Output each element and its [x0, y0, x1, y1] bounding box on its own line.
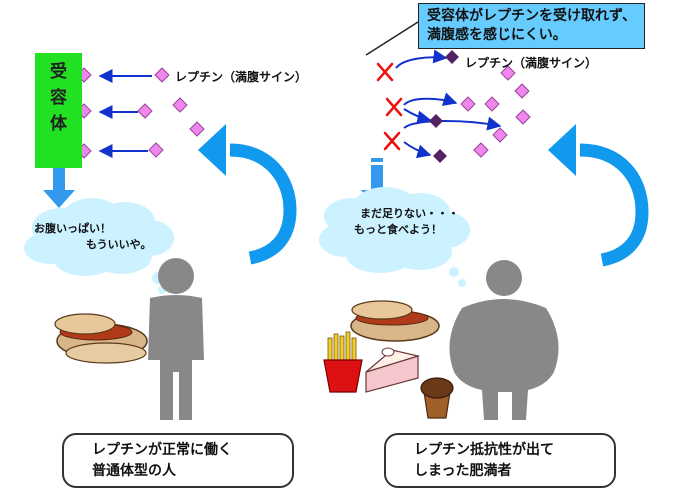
left-caption-line2: 普通体型の人: [92, 463, 176, 479]
right-thought-line1: まだ足りない・・・: [360, 207, 459, 220]
right-bounce-arrows: [395, 49, 502, 159]
right-muffin: [420, 377, 454, 419]
left-down-arrow: [43, 166, 75, 208]
callout-line1: 受容体がレプチンを受け取れず、: [427, 8, 637, 24]
callout-box: 受容体がレプチンを受け取れず、 満腹感を感じにくい。: [418, 3, 646, 49]
callout-pointer: [365, 21, 419, 56]
right-rejected-leptin: [429, 50, 459, 163]
left-thought-line1: お腹いっぱい！: [34, 222, 111, 235]
right-cake: [365, 347, 421, 393]
right-hotdog: [350, 300, 440, 342]
left-receptor-char-3: 体: [50, 114, 67, 134]
left-free-leptin: [137, 67, 205, 158]
right-caption-box: レプチン抵抗性が出て しまった肥満者: [384, 433, 616, 488]
right-thought-text: まだ足りない・・・ もっと食べよう！: [352, 206, 459, 238]
callout-line2: 満腹感を感じにくい。: [427, 27, 567, 43]
right-caption-line2: しまった肥満者: [414, 463, 512, 479]
right-leptin-label: レプチン（満腹サイン）: [465, 56, 598, 70]
left-thought-line2: もういいや。: [86, 238, 152, 251]
right-thought-line2: もっと食べよう！: [354, 223, 442, 236]
right-thought-cloud: [319, 187, 470, 287]
left-leptin-label: レプチン（満腹サイン）: [175, 70, 308, 84]
right-free-leptin: [460, 65, 531, 158]
left-receptor: 受 容 体: [35, 53, 82, 168]
left-thought-cloud: [24, 198, 174, 294]
left-person: [148, 258, 204, 420]
left-leptin-arrows: [98, 69, 152, 158]
right-person: [449, 260, 559, 420]
left-food: [54, 313, 148, 364]
left-caption-box: レプチンが正常に働く 普通体型の人: [62, 433, 294, 488]
right-caption-line1: レプチン抵抗性が出て: [414, 442, 554, 458]
left-cycle-arrow: [198, 124, 297, 265]
right-fries: [323, 331, 363, 393]
left-receptor-char-2: 容: [50, 88, 67, 108]
right-blocked-marks: [376, 62, 403, 151]
left-caption-line1: レプチンが正常に働く: [92, 442, 232, 458]
left-thought-text: お腹いっぱい！ もういいや。: [34, 221, 152, 253]
right-cycle-arrow: [548, 124, 649, 267]
left-receptor-char-1: 受: [50, 62, 67, 82]
